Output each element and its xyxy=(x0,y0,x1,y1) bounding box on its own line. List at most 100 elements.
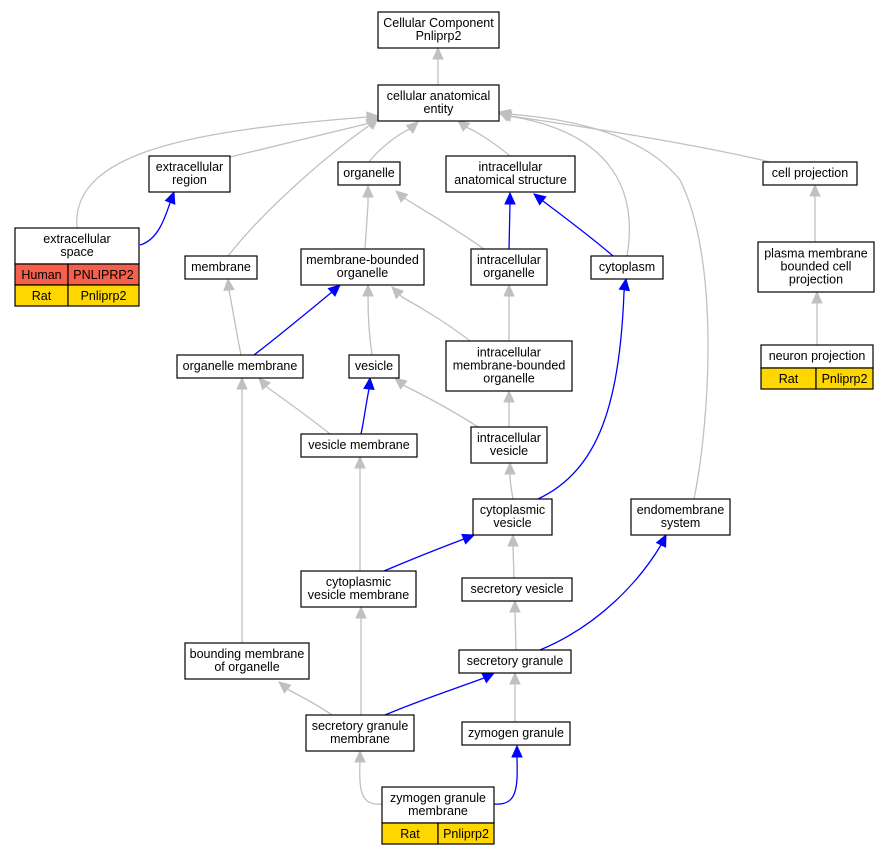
node-label: secretory granule xyxy=(312,719,409,733)
arrowhead xyxy=(394,377,408,390)
gene-cell xyxy=(67,284,140,307)
node-label: zymogen granule xyxy=(468,726,564,740)
node-box xyxy=(184,642,310,680)
node-organelle-membrane[interactable]: organelle membrane xyxy=(176,354,304,379)
node-vesicle[interactable]: vesicle xyxy=(348,354,400,379)
edge-intracellular-organelle-to-intracellular-anatomical-structure xyxy=(504,191,516,250)
arrowhead xyxy=(355,605,367,619)
edge-extracellular-region-to-cae xyxy=(229,117,380,158)
node-label: membrane-bounded xyxy=(306,253,419,267)
arrowhead xyxy=(164,190,176,205)
arrowhead xyxy=(618,277,630,292)
edge-line xyxy=(227,124,371,257)
edge-endomembrane-system-to-cae xyxy=(497,108,709,500)
edge-organelle-membrane-to-membrane xyxy=(223,277,242,356)
node-label: organelle membrane xyxy=(183,359,298,373)
node-label: organelle xyxy=(343,166,394,180)
edge-extracellular-space-to-extracellular-region xyxy=(139,190,176,246)
gene-label: Pnliprp2 xyxy=(443,827,489,841)
edge-line xyxy=(514,611,517,651)
node-box xyxy=(305,714,415,752)
arrowhead xyxy=(509,671,521,685)
arrowhead xyxy=(811,290,823,304)
edge-line xyxy=(507,113,709,500)
arrowhead xyxy=(327,284,341,297)
edge-line xyxy=(539,544,662,651)
node-cytoplasm[interactable]: cytoplasm xyxy=(590,255,664,280)
node-secretory-vesicle[interactable]: secretory vesicle xyxy=(461,577,573,602)
node-label: Pnliprp2 xyxy=(416,29,462,43)
node-box xyxy=(300,570,417,608)
arrowhead xyxy=(405,121,419,134)
edge-line xyxy=(76,116,369,229)
edge-membrane-to-cae xyxy=(227,117,379,257)
edge-organelle-to-cae xyxy=(368,121,419,163)
node-label: membrane xyxy=(408,804,468,818)
node-box xyxy=(377,84,500,122)
species-label: Rat xyxy=(779,372,799,386)
node-label: vesicle xyxy=(490,444,528,458)
arrowhead xyxy=(278,681,292,694)
arrowhead xyxy=(223,277,235,291)
edge-line xyxy=(253,291,333,356)
node-box xyxy=(184,255,258,280)
gene-label: PNLIPRP2 xyxy=(73,268,133,282)
edge-line xyxy=(508,203,511,250)
node-box xyxy=(472,498,553,536)
arrowhead xyxy=(457,119,471,132)
edge-zymogen-granule-to-secretory-granule xyxy=(509,671,521,722)
node-cell-projection[interactable]: cell projection xyxy=(762,161,858,186)
edge-cell-projection-to-cae xyxy=(498,110,771,163)
edge-line xyxy=(267,387,331,435)
edge-neuron-projection-to-plasma-membrane-bounded-cell-projection xyxy=(811,290,823,345)
node-label: vesicle membrane xyxy=(308,438,409,452)
arrowhead xyxy=(481,672,496,684)
edge-cytoplasm-to-intracellular-anatomical-structure xyxy=(533,193,614,257)
edge-cae-to-root xyxy=(432,46,444,85)
node-box xyxy=(148,155,231,193)
arrowhead xyxy=(503,389,515,403)
node-vesicle-membrane[interactable]: vesicle membrane xyxy=(300,433,418,458)
node-label: projection xyxy=(789,273,843,287)
edge-line xyxy=(542,200,614,257)
edge-line xyxy=(507,115,631,257)
node-secretory-granule[interactable]: secretory granule xyxy=(458,649,572,674)
node-organelle[interactable]: organelle xyxy=(337,161,401,186)
edge-line xyxy=(229,122,371,158)
arrowhead xyxy=(655,533,667,548)
node-zymogen-granule[interactable]: zymogen granule xyxy=(461,721,571,746)
node-box xyxy=(590,255,664,280)
arrowhead xyxy=(809,183,821,197)
node-membrane[interactable]: membrane xyxy=(184,255,258,280)
edge-line xyxy=(364,203,369,250)
arrowhead xyxy=(391,286,405,300)
edge-vesicle-membrane-to-organelle-membrane xyxy=(258,377,331,435)
edge-secretory-granule-membrane-to-secretory-granule xyxy=(384,672,496,716)
arrowhead xyxy=(258,377,272,391)
arrowhead xyxy=(395,190,409,203)
edge-bounding-membrane-of-organelle-to-organelle-membrane xyxy=(236,376,248,643)
node-box xyxy=(300,248,425,286)
node-box xyxy=(470,248,548,286)
node-box xyxy=(630,498,731,536)
arrowhead xyxy=(503,283,515,297)
edge-intracellular-mb-organelle-to-intracellular-organelle xyxy=(503,283,515,341)
